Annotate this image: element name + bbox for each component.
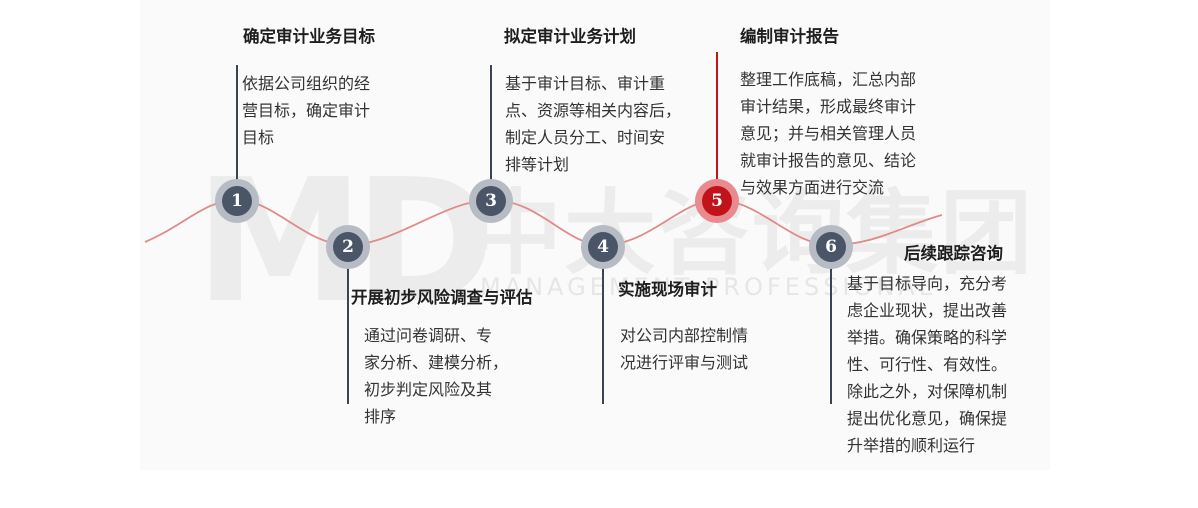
step-5-title: 编制审计报告: [740, 27, 839, 46]
stem-6: [830, 260, 832, 404]
step-4-node: 4: [588, 232, 618, 262]
desc-line: 提出优化意见，确保提: [847, 409, 1008, 428]
desc-line: 基于目标导向，充分考: [847, 274, 1008, 293]
desc-line: 排等计划: [505, 155, 570, 174]
stem-4: [602, 260, 604, 404]
step-4-desc: 对公司内部控制情 况进行评审与测试: [620, 322, 748, 376]
step-2-desc: 通过问卷调研、专 家分析、建模分析， 初步判定风险及其 排序: [364, 322, 508, 430]
step-3-node: 3: [476, 186, 506, 216]
desc-line: 就审计报告的意见、结论: [740, 151, 917, 170]
desc-line: 初步判定风险及其: [364, 380, 493, 399]
step-5-desc: 整理工作底稿，汇总内部 审计结果，形成最终审计 意见；并与相关管理人员 就审计报…: [740, 66, 916, 201]
desc-line: 况进行评审与测试: [620, 353, 749, 372]
step-3-desc: 基于审计目标、审计重 点、资源等相关内容后， 制定人员分工、时间安 排等计划: [505, 70, 681, 178]
stem-1: [236, 65, 238, 185]
step-6-desc: 基于目标导向，充分考 虑企业现状，提出改善 举措。确保策略的科学 性、可行性、有…: [847, 270, 1007, 459]
desc-line: 通过问卷调研、专: [364, 326, 493, 345]
desc-line: 性、可行性、有效性。: [847, 355, 1008, 374]
desc-line: 与效果方面进行交流: [740, 178, 885, 197]
stem-3: [490, 65, 492, 185]
step-6-title: 后续跟踪咨询: [904, 244, 1003, 263]
watermark-subtitle: MANAGEMENT PROFESSIONAL: [480, 273, 936, 301]
desc-line: 意见；并与相关管理人员: [740, 124, 917, 143]
desc-line: 整理工作底稿，汇总内部: [740, 70, 917, 89]
desc-line: 审计结果，形成最终审计: [740, 97, 917, 116]
desc-line: 升举措的顺利运行: [847, 436, 976, 455]
step-2-title: 开展初步风险调查与评估: [351, 288, 533, 307]
stem-2: [347, 260, 349, 404]
step-1-title: 确定审计业务目标: [243, 27, 375, 46]
desc-line: 举措。确保策略的科学: [847, 328, 1008, 347]
step-2-node: 2: [333, 232, 363, 262]
step-4-title: 实施现场审计: [618, 280, 717, 299]
desc-line: 家分析、建模分析，: [364, 353, 509, 372]
desc-line: 除此之外，对保障机制: [847, 382, 1008, 401]
desc-line: 营目标，确定审计: [242, 101, 371, 120]
step-5-node: 5: [702, 186, 732, 216]
desc-line: 点、资源等相关内容后，: [505, 101, 682, 120]
step-1-desc: 依据公司组织的经 营目标，确定审计 目标: [242, 70, 370, 151]
watermark-company: 中大咨询集团: [470, 180, 1034, 287]
step-3-title: 拟定审计业务计划: [504, 27, 636, 46]
desc-line: 目标: [242, 128, 275, 147]
desc-line: 依据公司组织的经: [242, 74, 371, 93]
desc-line: 对公司内部控制情: [620, 326, 749, 345]
step-1-node: 1: [222, 186, 252, 216]
desc-line: 虑企业现状，提出改善: [847, 301, 1008, 320]
desc-line: 基于审计目标、审计重: [505, 74, 666, 93]
desc-line: 排序: [364, 407, 397, 426]
desc-line: 制定人员分工、时间安: [505, 128, 666, 147]
stem-5: [716, 52, 718, 185]
step-6-node: 6: [816, 232, 846, 262]
